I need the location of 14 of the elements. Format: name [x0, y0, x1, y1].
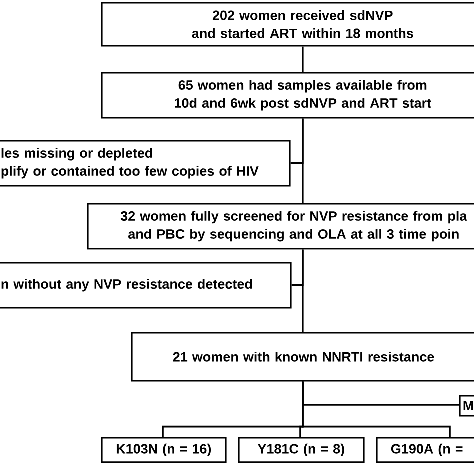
process-box: K103N (n = 16): [101, 437, 227, 464]
process-box: Y181C (n = 8): [238, 437, 365, 464]
connector-line: [302, 250, 304, 332]
connector-line: [302, 382, 451, 437]
process-box: 202 women received sdNVP and started ART within 18 months: [101, 2, 474, 47]
process-box: M: [459, 395, 474, 417]
process-box: 21 women with known NNRTI resistance: [131, 332, 474, 382]
process-box: 65 women had samples available from 10d and 6wk post sdNVP and ART start: [101, 72, 474, 119]
process-box: G190A (n =: [376, 437, 474, 464]
process-box: les missing or depleted plify or contained too few copies of HIV: [0, 140, 291, 187]
process-box: 32 women fully screened for NVP resistance from pla and PBC by sequencing and OLA at all 3 time poin: [87, 203, 474, 250]
connector-line: [302, 118, 304, 203]
process-box: n without any NVP resistance detected: [0, 262, 292, 309]
connector-line: [302, 46, 304, 72]
